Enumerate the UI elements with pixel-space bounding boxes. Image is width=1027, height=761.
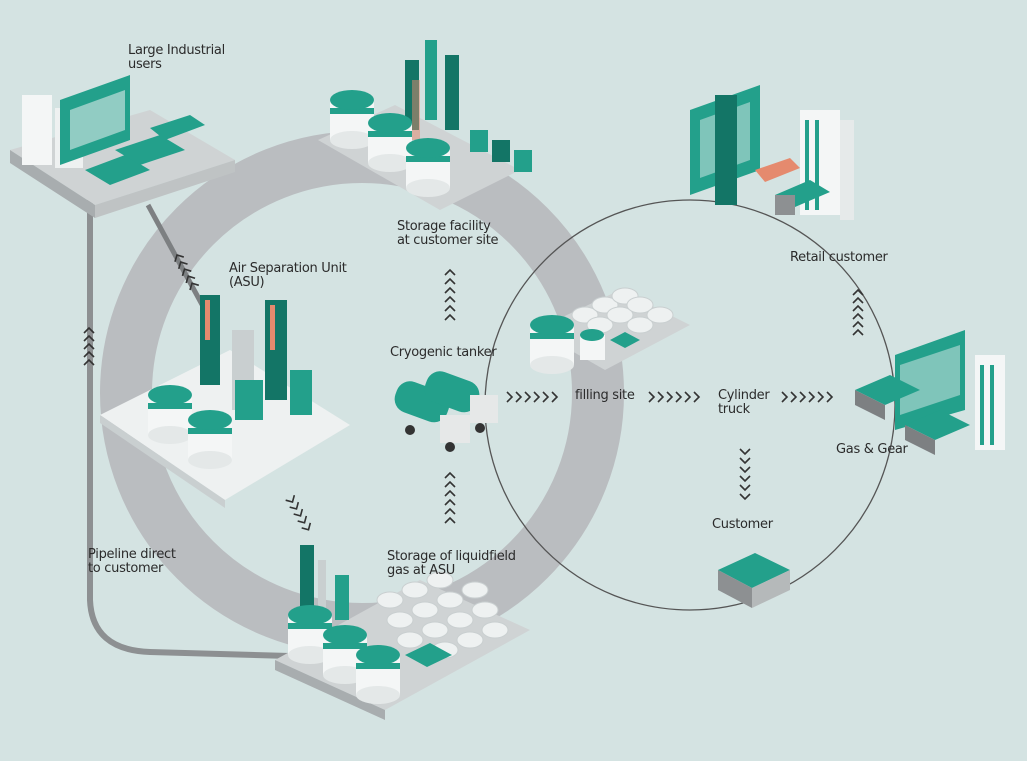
label-gas-gear: Gas & Gear xyxy=(836,442,908,457)
label-retail-customer: Retail customer xyxy=(790,250,888,265)
chevrons-storage-to-tanker xyxy=(444,472,456,524)
pipeline-direct xyxy=(87,200,291,659)
chevrons-asu-to-storage xyxy=(284,494,314,534)
chevrons-filling-to-truck xyxy=(648,391,700,403)
chevrons-truck-to-gasgear xyxy=(781,391,833,403)
cryogenic-tanker-illustration xyxy=(394,371,498,452)
customer-illustration xyxy=(718,553,790,608)
chevrons-tanker-to-filling xyxy=(506,391,558,403)
label-cylinder-truck: Cylinder truck xyxy=(718,388,770,417)
chevrons-tanker-to-storage xyxy=(444,269,456,321)
storage-liquid-gas-asu-illustration xyxy=(275,545,530,720)
large-industrial-users-illustration xyxy=(10,75,235,218)
chevrons-gasgear-to-retail xyxy=(852,289,864,336)
label-large-industrial-users: Large Industrial users xyxy=(128,43,225,72)
air-separation-unit-illustration xyxy=(100,295,350,508)
label-air-separation-unit: Air Separation Unit (ASU) xyxy=(229,261,347,290)
label-storage-liquid-gas-asu: Storage of liquidfield gas at ASU xyxy=(387,549,516,578)
storage-facility-customer-illustration xyxy=(318,40,532,210)
retail-customer-illustration xyxy=(690,85,854,220)
chevrons-truck-to-customer xyxy=(739,448,751,500)
label-cryogenic-tanker: Cryogenic tanker xyxy=(390,345,497,360)
gas-gear-illustration xyxy=(855,330,1005,455)
label-storage-customer-site: Storage facility at customer site xyxy=(397,219,499,248)
label-pipeline-direct: Pipeline direct to customer xyxy=(88,547,176,576)
label-filling-site: filling site xyxy=(575,388,635,403)
label-customer: Customer xyxy=(712,517,773,532)
filling-site-illustration xyxy=(530,287,690,374)
